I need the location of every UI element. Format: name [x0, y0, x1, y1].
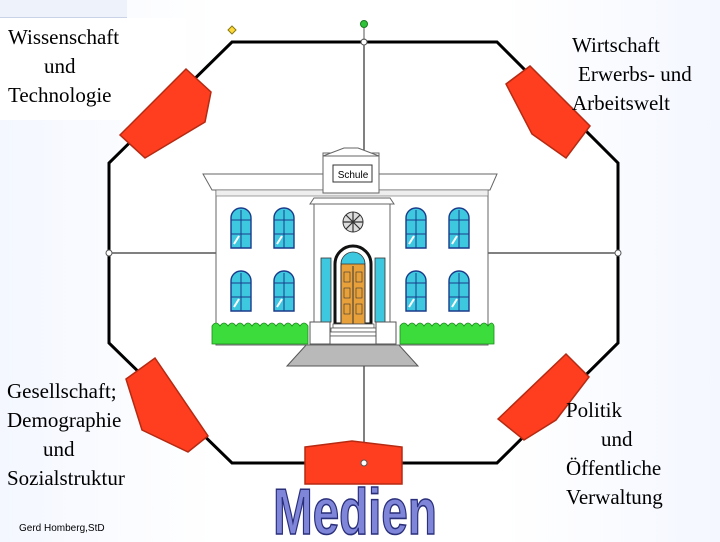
- label-line: Politik: [566, 398, 623, 422]
- label-line: und: [43, 437, 75, 461]
- arrow-bottom-left: [125, 356, 210, 453]
- window: [405, 207, 427, 249]
- label-line: Technologie: [8, 83, 112, 107]
- label-line: Verwaltung: [566, 485, 663, 509]
- title-bar-strip: [0, 0, 127, 18]
- label-line: Demographie: [7, 408, 122, 432]
- label-line: und: [601, 427, 633, 451]
- window: [273, 270, 295, 312]
- stairs-base: [285, 343, 420, 367]
- school-building: Schule: [202, 147, 498, 367]
- window: [405, 270, 427, 312]
- author-credit: Gerd Homberg,StD: [19, 523, 105, 534]
- handle-left[interactable]: [105, 249, 113, 257]
- label-line: Öffentliche: [566, 456, 662, 480]
- label-line: Sozialstruktur: [7, 466, 125, 490]
- handle-right[interactable]: [614, 249, 622, 257]
- window: [273, 207, 295, 249]
- adjust-handle[interactable]: [227, 25, 237, 35]
- label-wissenschaft: Wissenschaft und Technologie: [8, 23, 119, 110]
- label-line: und: [44, 54, 76, 78]
- label-line: Wirtschaft: [572, 33, 660, 57]
- arrow-top-left: [118, 67, 212, 159]
- label-line: Gesellschaft;: [7, 379, 117, 403]
- school-sign: Schule: [338, 170, 369, 181]
- label-line: Arbeitswelt: [572, 91, 670, 115]
- label-politik: Politik und Öffentliche Verwaltung: [566, 396, 663, 512]
- window: [230, 270, 252, 312]
- label-line: Erwerbs- und: [578, 62, 692, 86]
- label-line: Wissenschaft: [8, 25, 120, 49]
- label-gesellschaft: Gesellschaft; Demographie und Sozialstru…: [7, 377, 125, 493]
- arrow-top-right: [505, 65, 591, 160]
- handle-arrow-bottom[interactable]: [360, 459, 368, 467]
- medien-wordart: Medien: [273, 476, 437, 542]
- rotation-handle[interactable]: [360, 20, 368, 28]
- arrow-bottom-right: [496, 352, 590, 441]
- window: [448, 270, 470, 312]
- label-wirtschaft: Wirtschaft Erwerbs- und Arbeitswelt: [572, 31, 692, 118]
- window: [230, 207, 252, 249]
- window: [448, 207, 470, 249]
- arrow-bottom: [304, 440, 403, 485]
